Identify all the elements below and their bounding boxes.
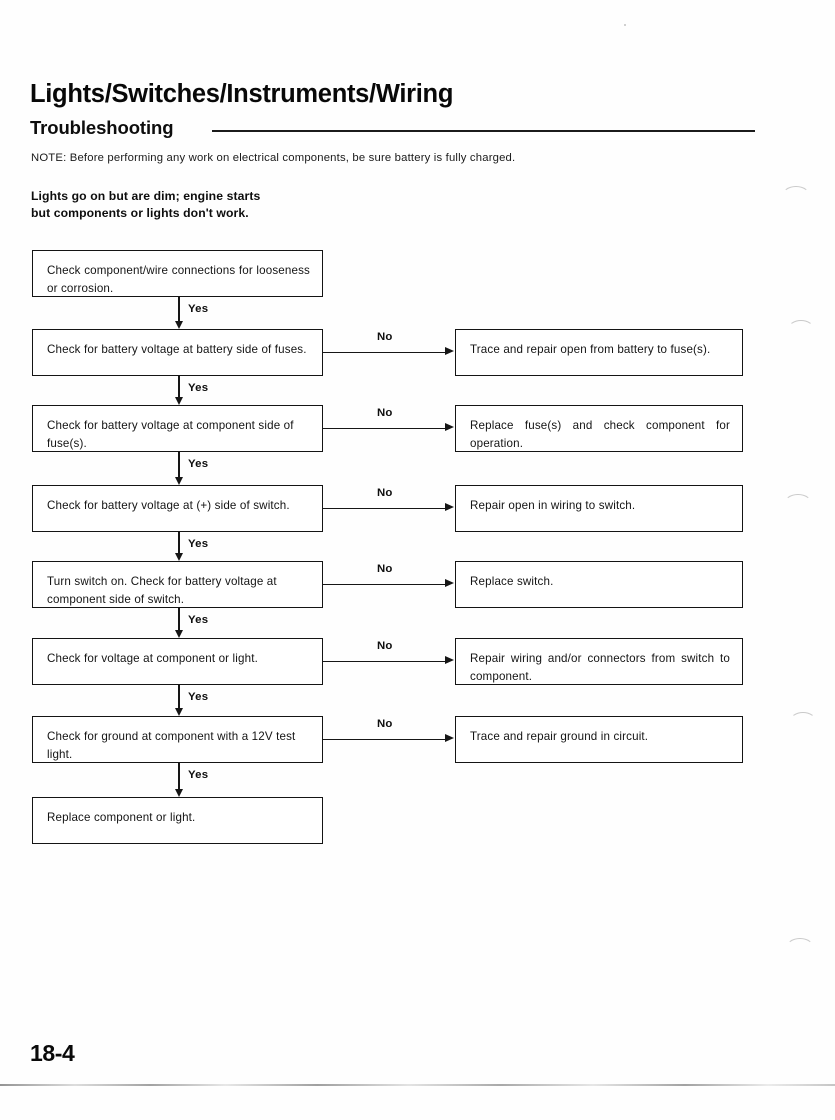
- flow-connector-yes: [178, 452, 180, 478]
- flow-label-yes: Yes: [188, 458, 209, 470]
- flow-connector-no: [323, 507, 446, 510]
- flow-arrowhead-right: [445, 579, 454, 588]
- flow-arrowhead-right: [445, 503, 454, 512]
- flow-result-box: Repair wiring and/or connectors from swi…: [455, 638, 743, 685]
- flow-label-no: No: [377, 562, 393, 575]
- scan-edge-artifact: [0, 1084, 835, 1086]
- flow-connector-yes: [178, 763, 180, 790]
- flow-connector-no: [323, 660, 446, 663]
- flow-result-text: Trace and repair ground in circuit.: [470, 730, 649, 743]
- flow-connector-no: [323, 351, 446, 354]
- scan-arc-artifact: [790, 712, 816, 730]
- note-text: NOTE: Before performing any work on elec…: [31, 152, 516, 164]
- flow-result-text: Replace fuse(s) and check component for …: [470, 419, 730, 450]
- flow-connector-yes: [178, 297, 180, 322]
- page-title: Lights/Switches/Instruments/Wiring: [30, 80, 454, 108]
- flow-step-text: Check component/wire connections for loo…: [47, 264, 310, 295]
- flow-arrowhead-right: [445, 656, 454, 665]
- flow-label-no: No: [377, 486, 393, 499]
- header-rule: [212, 130, 755, 132]
- flow-arrowhead-down: [174, 789, 183, 797]
- flow-result-text: Repair open in wiring to switch.: [470, 499, 636, 512]
- flow-step-text: Turn switch on. Check for battery voltag…: [47, 575, 277, 606]
- flow-result-text: Trace and repair open from battery to fu…: [470, 343, 711, 356]
- flow-step-text: Replace component or light.: [47, 811, 196, 824]
- flow-label-yes: Yes: [188, 382, 209, 394]
- flow-label-no: No: [377, 639, 393, 652]
- flow-arrowhead-right: [445, 734, 454, 743]
- flow-step-text: Check for battery voltage at battery sid…: [47, 343, 307, 356]
- flow-label-yes: Yes: [188, 614, 209, 626]
- flow-arrowhead-down: [174, 321, 183, 329]
- scan-arc-artifact: [786, 938, 814, 958]
- flow-arrowhead-down: [174, 553, 183, 561]
- flow-step-text: Check for ground at component with a 12V…: [47, 730, 296, 761]
- flow-connector-yes: [178, 685, 180, 709]
- flow-arrowhead-down: [174, 708, 183, 716]
- flow-label-no: No: [377, 406, 393, 419]
- flow-label-yes: Yes: [188, 769, 209, 781]
- flow-label-yes: Yes: [188, 538, 209, 550]
- symptom-line-1: Lights go on but are dim; engine starts: [31, 189, 261, 203]
- flow-connector-no: [323, 583, 446, 586]
- page-number: 18-4: [30, 1040, 75, 1066]
- flow-step-box: Turn switch on. Check for battery voltag…: [32, 561, 323, 608]
- flow-result-text: Replace switch.: [470, 575, 554, 588]
- flow-connector-yes: [178, 532, 180, 554]
- flow-result-box: Trace and repair ground in circuit.: [455, 716, 743, 763]
- flow-step-box: Replace component or light.: [32, 797, 323, 844]
- flow-step-box: Check for battery voltage at battery sid…: [32, 329, 323, 376]
- scan-arc-artifact: [788, 320, 814, 338]
- flow-step-box: Check for voltage at component or light.: [32, 638, 323, 685]
- symptom-heading: Lights go on but are dim; engine starts …: [31, 188, 260, 222]
- flow-result-text: Repair wiring and/or connectors from swi…: [470, 652, 730, 683]
- flow-arrowhead-right: [445, 347, 454, 356]
- section-title: Troubleshooting: [30, 117, 174, 138]
- flow-step-text: Check for voltage at component or light.: [47, 652, 258, 665]
- scan-speck: [47, 88, 49, 91]
- flow-step-text: Check for battery voltage at (+) side of…: [47, 499, 290, 512]
- flow-step-box: Check for battery voltage at component s…: [32, 405, 323, 452]
- flow-label-no: No: [377, 717, 393, 730]
- scan-speck: [624, 24, 626, 26]
- flow-result-box: Repair open in wiring to switch.: [455, 485, 743, 532]
- flow-arrowhead-down: [174, 397, 183, 405]
- symptom-line-2: but components or lights don't work.: [31, 206, 249, 220]
- flow-step-box: Check for battery voltage at (+) side of…: [32, 485, 323, 532]
- flow-result-box: Replace switch.: [455, 561, 743, 608]
- flow-label-no: No: [377, 330, 393, 343]
- flow-label-yes: Yes: [188, 303, 209, 315]
- flow-connector-yes: [178, 376, 180, 398]
- flow-step-text: Check for battery voltage at component s…: [47, 419, 294, 450]
- flow-connector-yes: [178, 608, 180, 631]
- flow-step-box: Check component/wire connections for loo…: [32, 250, 323, 297]
- flow-connector-no: [323, 738, 446, 741]
- flow-label-yes: Yes: [188, 691, 209, 703]
- flow-arrowhead-down: [174, 477, 183, 485]
- flow-result-box: Replace fuse(s) and check component for …: [455, 405, 743, 452]
- flow-arrowhead-right: [445, 423, 454, 432]
- flow-step-box: Check for ground at component with a 12V…: [32, 716, 323, 763]
- section-header: Troubleshooting: [30, 117, 790, 143]
- flow-connector-no: [323, 427, 446, 430]
- flow-result-box: Trace and repair open from battery to fu…: [455, 329, 743, 376]
- flow-arrowhead-down: [174, 630, 183, 638]
- scan-arc-artifact: [782, 186, 810, 206]
- scan-arc-artifact: [784, 494, 812, 514]
